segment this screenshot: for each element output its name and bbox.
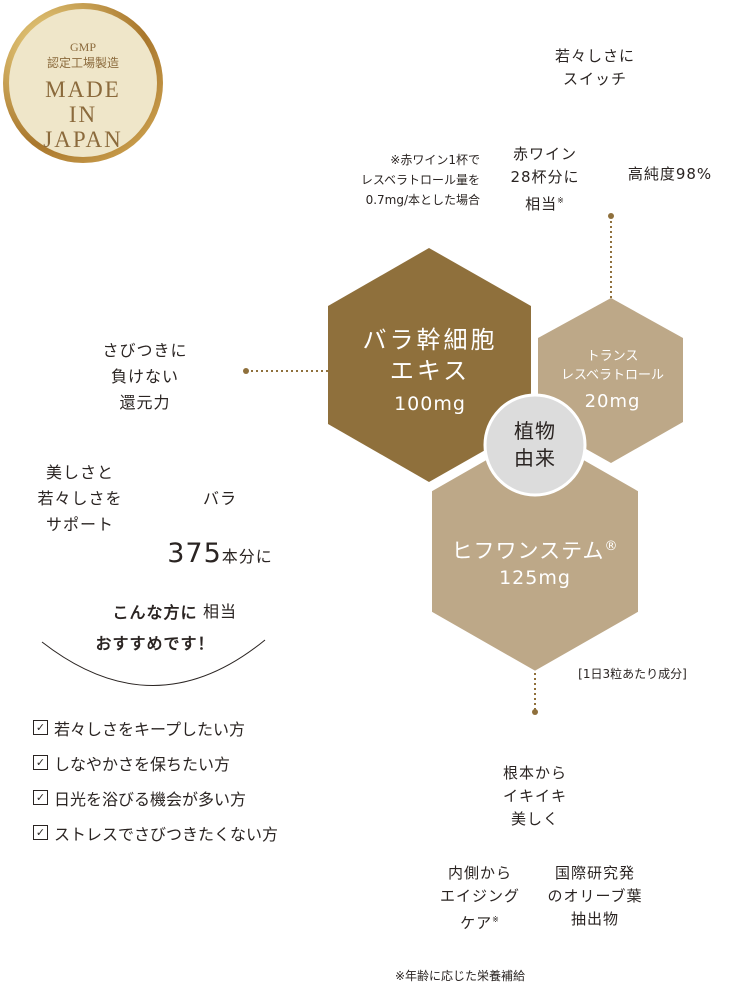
hex3-name-text: ヒフワンステム xyxy=(451,539,605,563)
badge-japan: JAPAN xyxy=(43,127,123,152)
checkbox-checked-icon: ✓ xyxy=(33,720,48,735)
wine-note: ※赤ワイン1杯で レスベラトロール量を 0.7mg/本とした場合 xyxy=(360,153,480,207)
list-item: ✓ 若々しさをキープしたい方 xyxy=(33,710,278,745)
plant-origin-text: 植物 由来 xyxy=(514,419,556,470)
badge-in: IN xyxy=(68,102,98,127)
hex1-amount: 100mg xyxy=(394,393,466,415)
switch-text: 若々しさに スイッチ xyxy=(554,47,635,88)
hex1-name: バラ幹細胞 エキス xyxy=(362,326,498,385)
dot-right xyxy=(608,213,614,219)
plant-origin-circle xyxy=(483,393,587,497)
hex-rose-stem-cell xyxy=(328,248,531,482)
checkbox-checked-icon: ✓ xyxy=(33,755,48,770)
rose-bottom: 相当 xyxy=(202,602,237,621)
hex3-name: ヒフワンステム® xyxy=(430,535,640,563)
checkbox-checked-icon: ✓ xyxy=(33,790,48,805)
rose-number: 375 xyxy=(167,538,222,569)
root-text: 根本から イキイキ 美しく xyxy=(502,764,567,828)
wine-mark: ※ xyxy=(557,196,565,205)
hex3-amount: 125mg xyxy=(499,567,571,589)
recommend-title: こんな方に おすすめです！ xyxy=(95,603,215,653)
inner-mark: ※ xyxy=(492,915,500,924)
wine-equivalent-text: 赤ワイン 28杯分に 相当 xyxy=(510,145,580,213)
checkbox-checked-icon: ✓ xyxy=(33,825,48,840)
badge-certified: 認定工場製造 xyxy=(46,56,119,70)
list-item-label: ストレスでさびつきたくない方 xyxy=(54,824,279,844)
dot-left xyxy=(243,368,249,374)
rose-top: バラ xyxy=(202,489,237,508)
badge-gmp: GMP xyxy=(69,40,96,54)
list-item-label: 若々しさをキープしたい方 xyxy=(54,719,246,739)
made-in-japan-badge: GMP 認定工場製造 MADE IN JAPAN xyxy=(3,3,163,163)
rose-equivalent: バラ 375本分に 相当 xyxy=(150,460,290,651)
olive-extract: 国際研究発 のオリーブ葉 抽出物 xyxy=(547,864,643,928)
recommend-checklist: ✓ 若々しさをキープしたい方 ✓ しなやかさを保ちたい方 ✓ 日光を浴びる機会が多い方… xyxy=(33,710,278,850)
footnote: ※年齢に応じた栄養補給 xyxy=(394,969,526,983)
dot-bottom xyxy=(532,709,538,715)
list-item: ✓ しなやかさを保ちたい方 xyxy=(33,745,278,780)
reduction-claim: さびつきに 負けない 還元力 xyxy=(102,341,188,412)
dose-note: [1日3粒あたり成分] xyxy=(578,667,687,681)
list-item-label: 日光を浴びる機会が多い方 xyxy=(54,789,247,809)
support-text: 美しさと 若々しさを サポート xyxy=(37,463,123,534)
hex2-name: トランス レスベラトロール xyxy=(560,349,665,383)
registered-mark: ® xyxy=(604,539,619,554)
list-item: ✓ ストレスでさびつきたくない方 xyxy=(33,815,278,850)
title-arc xyxy=(41,639,266,686)
list-item: ✓ 日光を浴びる機会が多い方 xyxy=(33,780,278,815)
list-item-label: しなやかさを保ちたい方 xyxy=(54,754,231,774)
wine-equivalent: 赤ワイン 28杯分に 相当※ xyxy=(500,143,590,216)
rose-rest: 本分に xyxy=(221,547,273,566)
inner-text: 内側から エイジング ケア xyxy=(439,864,520,932)
badge-made: MADE xyxy=(45,77,121,102)
purity-text: 高純度98% xyxy=(627,165,713,183)
inner-aging-care: 内側から エイジング ケア※ xyxy=(425,862,535,935)
hex2-amount: 20mg xyxy=(584,391,641,412)
